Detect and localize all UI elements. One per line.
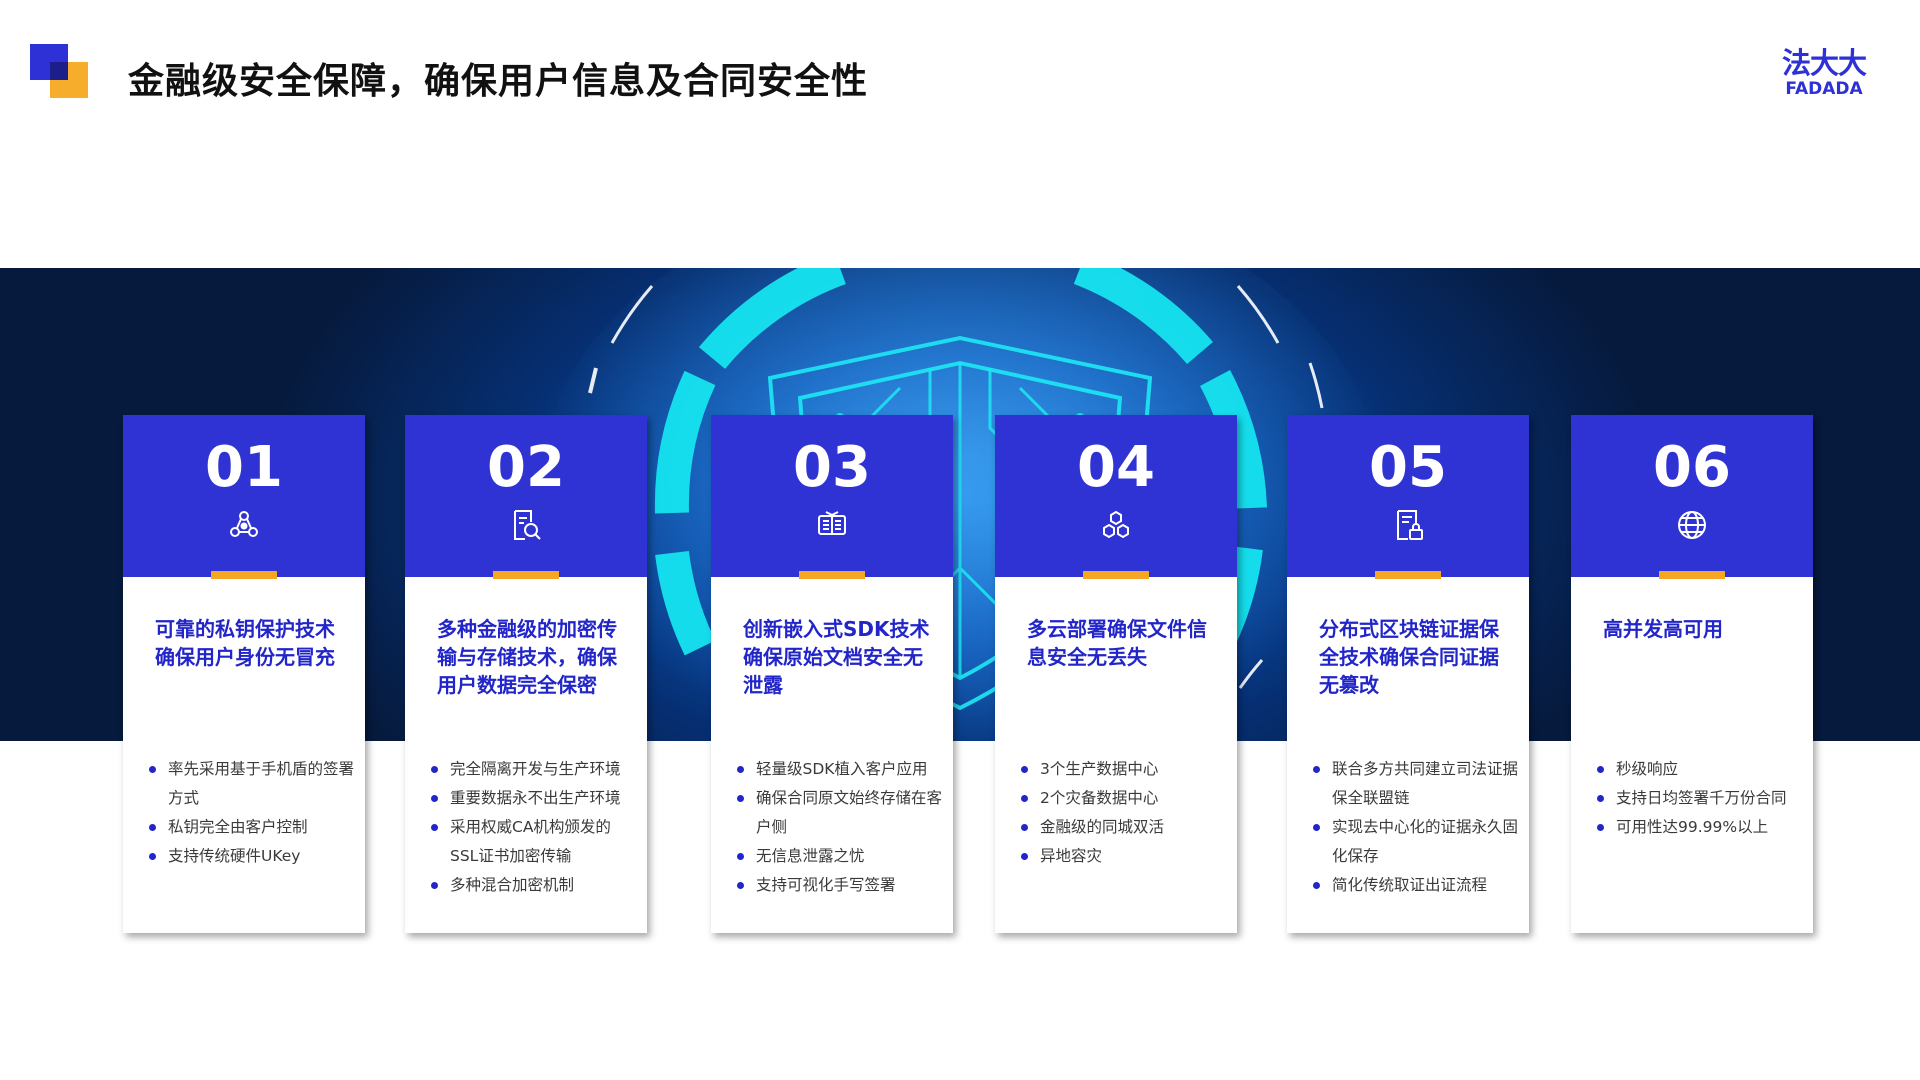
list-item: 重要数据永不出生产环境 — [429, 784, 639, 813]
card-accent-bar — [211, 571, 277, 579]
list-item: 实现去中心化的证据永久固化保存 — [1311, 813, 1521, 871]
card-number: 01 — [205, 435, 283, 500]
list-item: 秒级响应 — [1595, 755, 1805, 784]
list-item: 多种混合加密机制 — [429, 871, 639, 900]
card-header: 04 — [995, 415, 1237, 579]
card-header: 06 — [1571, 415, 1813, 579]
card-header: 03 — [711, 415, 953, 579]
hexagon-cluster-icon — [1099, 508, 1133, 542]
card-header: 01 — [123, 415, 365, 579]
card-bullet-list: 3个生产数据中心 2个灾备数据中心 金融级的同城双活 异地容灾 — [1019, 755, 1229, 871]
list-item: 异地容灾 — [1019, 842, 1229, 871]
list-item: 联合多方共同建立司法证据保全联盟链 — [1311, 755, 1521, 813]
logo-cn-text: 法大大 — [1781, 46, 1867, 80]
list-item: 无信息泄露之忧 — [735, 842, 945, 871]
list-item: 完全隔离开发与生产环境 — [429, 755, 639, 784]
card-heading: 分布式区块链证据保全技术确保合同证据无篡改 — [1319, 617, 1499, 697]
card-accent-bar — [1659, 571, 1725, 579]
card-number: 06 — [1653, 435, 1731, 500]
list-item: 确保合同原文始终存储在客户侧 — [735, 784, 945, 842]
list-item: 可用性达99.99%以上 — [1595, 813, 1805, 842]
document-lock-icon — [1391, 508, 1425, 542]
card-bullet-list: 完全隔离开发与生产环境 重要数据永不出生产环境 采用权威CA机构颁发的SSL证书… — [429, 755, 639, 900]
feature-card-01: 01 可靠的私钥保护技术确保用户身份无冒充 率先采用基于手机盾的签署方式 私钥完… — [123, 415, 365, 933]
document-search-icon — [509, 508, 543, 542]
list-item: 简化传统取证出证流程 — [1311, 871, 1521, 900]
sdk-embed-icon — [815, 508, 849, 542]
card-bullet-list: 联合多方共同建立司法证据保全联盟链 实现去中心化的证据永久固化保存 简化传统取证… — [1311, 755, 1521, 900]
logo-en-text: FADADA — [1785, 79, 1863, 99]
feature-card-02: 02 多种金融级的加密传输与存储技术，确保用户数据完全保密 完全隔离开发与生产环… — [405, 415, 647, 933]
feature-card-06: 06 高并发高可用 秒级响应 支持日均签署千万份合同 可用性达99.99%以上 — [1571, 415, 1813, 933]
list-item: 支持可视化手写签署 — [735, 871, 945, 900]
card-header: 05 — [1287, 415, 1529, 579]
card-bullet-list: 轻量级SDK植入客户应用 确保合同原文始终存储在客户侧 无信息泄露之忧 支持可视… — [735, 755, 945, 900]
card-number: 04 — [1077, 435, 1155, 500]
feature-card-04: 04 多云部署确保文件信息安全无丢失 3个生产数据中心 2个灾备数据中心 金融级… — [995, 415, 1237, 933]
card-number: 03 — [793, 435, 871, 500]
card-number: 05 — [1369, 435, 1447, 500]
list-item: 采用权威CA机构颁发的SSL证书加密传输 — [429, 813, 639, 871]
card-heading: 多种金融级的加密传输与存储技术，确保用户数据完全保密 — [437, 617, 617, 697]
card-bullet-list: 率先采用基于手机盾的签署方式 私钥完全由客户控制 支持传统硬件UKey — [147, 755, 357, 871]
card-accent-bar — [493, 571, 559, 579]
card-heading: 高并发高可用 — [1603, 617, 1723, 641]
card-accent-bar — [799, 571, 865, 579]
card-accent-bar — [1375, 571, 1441, 579]
list-item: 私钥完全由客户控制 — [147, 813, 357, 842]
card-heading: 可靠的私钥保护技术确保用户身份无冒充 — [155, 617, 335, 669]
feature-card-03: 03 创新嵌入式SDK技术确保原始文档安全无泄露 轻量级SDK植入客户应用 确保… — [711, 415, 953, 933]
list-item: 支持日均签署千万份合同 — [1595, 784, 1805, 813]
company-logo: 法大大 FADADA — [1776, 46, 1872, 98]
globe-icon — [1675, 508, 1709, 542]
list-item: 3个生产数据中心 — [1019, 755, 1229, 784]
list-item: 2个灾备数据中心 — [1019, 784, 1229, 813]
list-item: 支持传统硬件UKey — [147, 842, 357, 871]
list-item: 金融级的同城双活 — [1019, 813, 1229, 842]
card-accent-bar — [1083, 571, 1149, 579]
card-heading: 创新嵌入式SDK技术确保原始文档安全无泄露 — [743, 617, 930, 697]
list-item: 率先采用基于手机盾的签署方式 — [147, 755, 357, 813]
card-number: 02 — [487, 435, 565, 500]
list-item: 轻量级SDK植入客户应用 — [735, 755, 945, 784]
card-heading: 多云部署确保文件信息安全无丢失 — [1027, 617, 1207, 669]
page-title: 金融级安全保障，确保用户信息及合同安全性 — [128, 61, 869, 102]
network-nodes-icon — [227, 508, 261, 542]
feature-card-05: 05 分布式区块链证据保全技术确保合同证据无篡改 联合多方共同建立司法证据保全联… — [1287, 415, 1529, 933]
corner-decoration — [30, 44, 88, 98]
card-header: 02 — [405, 415, 647, 579]
card-bullet-list: 秒级响应 支持日均签署千万份合同 可用性达99.99%以上 — [1595, 755, 1805, 842]
